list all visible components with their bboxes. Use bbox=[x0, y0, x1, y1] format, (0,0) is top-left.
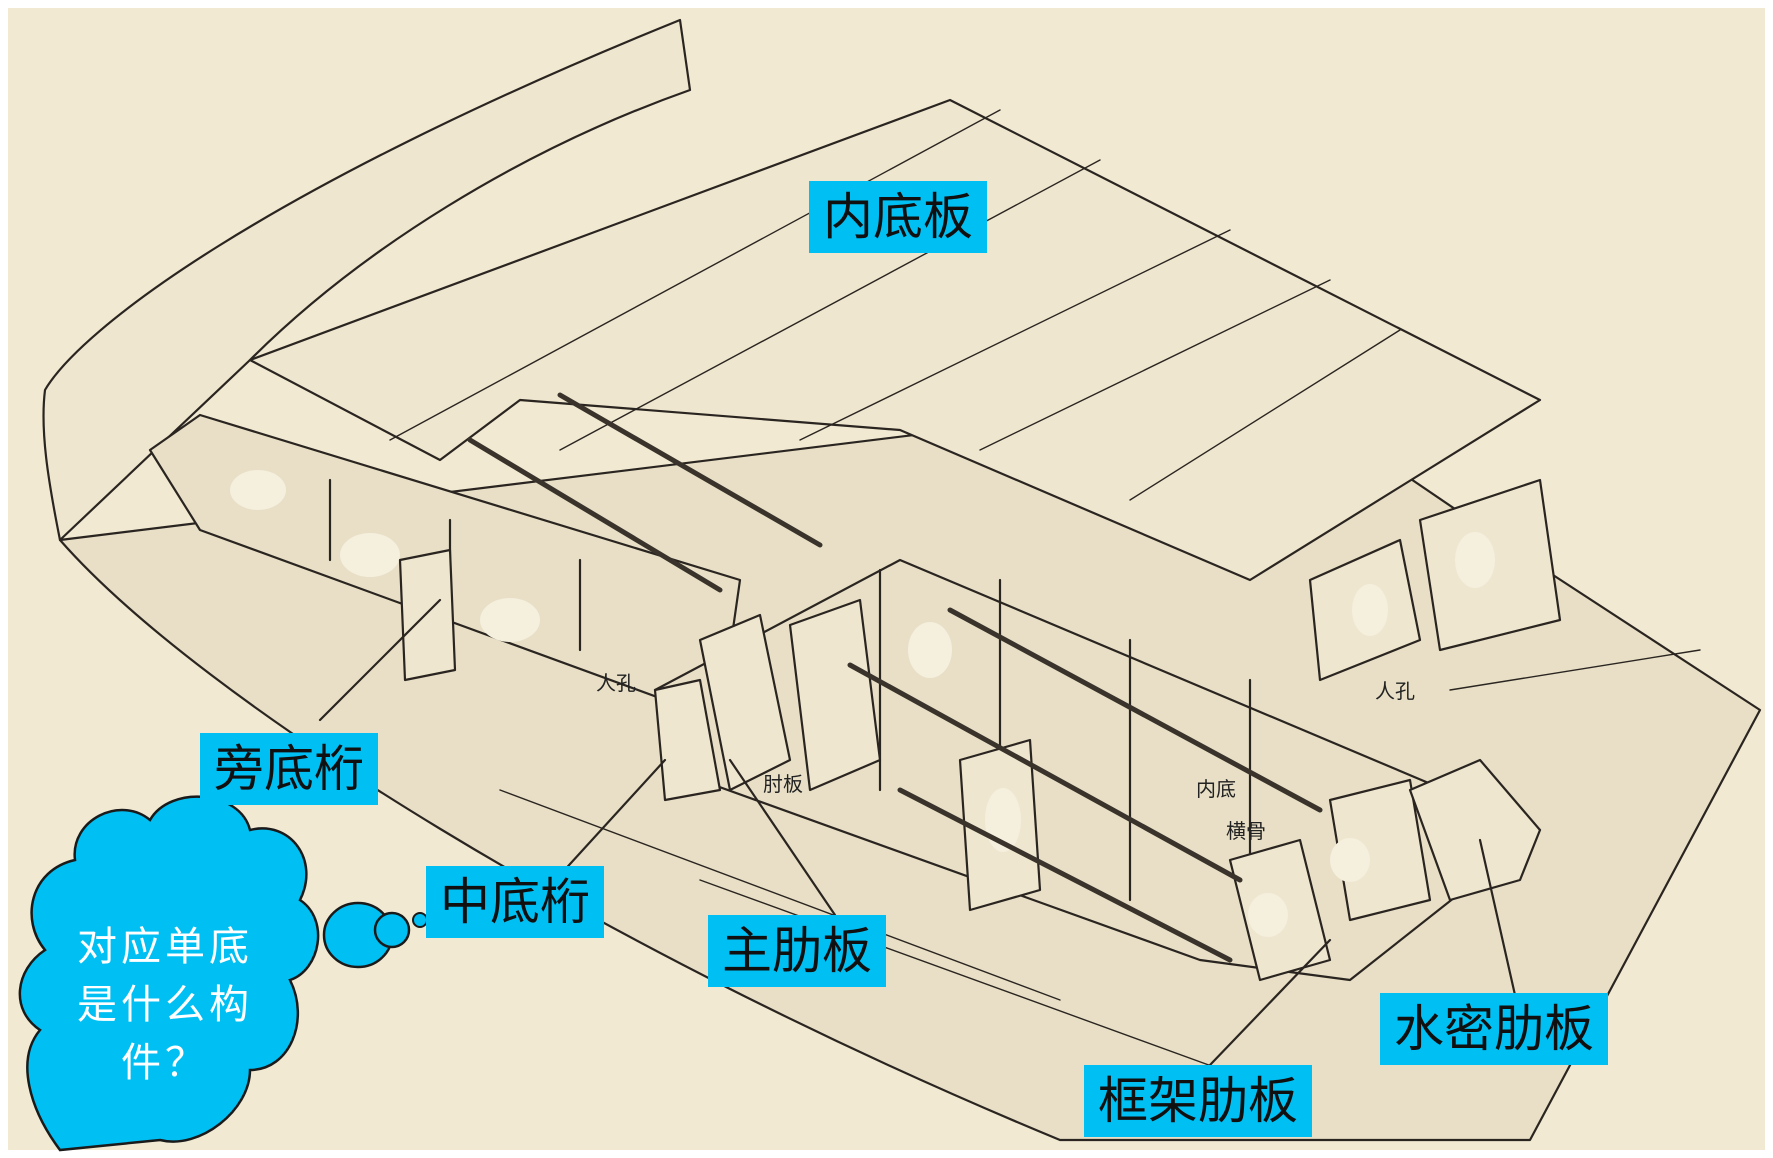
frame-floor-label: 框架肋板 bbox=[1084, 1065, 1312, 1137]
longitudinal-bar bbox=[467, 437, 723, 593]
main-floor-plate bbox=[698, 613, 792, 792]
seam-line bbox=[389, 109, 1001, 441]
inner-bottom-small-label: 内底 bbox=[1196, 777, 1236, 801]
watertight-floor-plate bbox=[1408, 758, 1542, 902]
lightening-hole bbox=[480, 598, 540, 642]
leader-line-watertight-floor bbox=[1478, 838, 1517, 997]
lightening-hole bbox=[1248, 893, 1288, 937]
seam-line bbox=[799, 229, 1231, 441]
side-girder-label: 旁底桁 bbox=[200, 733, 378, 805]
watertight-floor-label: 水密肋板 bbox=[1380, 993, 1608, 1065]
question-cloud bbox=[18, 795, 428, 1152]
shell-seam bbox=[499, 789, 1061, 1001]
hull-structure bbox=[42, 18, 1762, 1142]
cloud-question-text: 对应单底是什么构件？ bbox=[77, 924, 253, 1086]
lightening-hole bbox=[1455, 532, 1495, 588]
leader-line-frame-floor bbox=[1208, 938, 1332, 1067]
longitudinal-bar bbox=[847, 662, 1243, 883]
shell-seam bbox=[699, 879, 1251, 1081]
floor-plate bbox=[788, 598, 882, 792]
lightening-hole bbox=[1330, 838, 1370, 882]
leader-line-main-floor bbox=[728, 758, 837, 917]
bracket-label: 肘板 bbox=[763, 772, 803, 796]
lightening-hole bbox=[1352, 584, 1388, 636]
bilge-shell bbox=[42, 18, 692, 542]
shell-seam bbox=[1449, 649, 1701, 691]
inner-bottom-plate-label: 内底板 bbox=[809, 181, 987, 253]
longitudinal-bar bbox=[557, 392, 823, 548]
cloud-shape bbox=[18, 795, 320, 1152]
lightening-hole bbox=[340, 533, 400, 577]
leader-line-center-girder bbox=[558, 758, 667, 877]
transverse-label: 横骨 bbox=[1226, 819, 1266, 843]
longitudinal-bar bbox=[897, 787, 1233, 963]
main-floor-label: 主肋板 bbox=[708, 915, 886, 987]
manhole-label: 人孔 bbox=[596, 671, 636, 695]
inner-bottom-plate bbox=[248, 98, 1542, 582]
lightening-hole bbox=[230, 470, 286, 510]
seam-line bbox=[979, 279, 1331, 451]
center-girder-label: 中底桁 bbox=[426, 866, 604, 938]
leader-line-side-girder bbox=[318, 598, 442, 722]
seam-line bbox=[559, 159, 1101, 451]
cloud-bubble-medium bbox=[373, 911, 411, 949]
lightening-hole bbox=[908, 622, 952, 678]
longitudinal-bar bbox=[947, 607, 1323, 813]
bracket-plate bbox=[398, 548, 457, 682]
cloud-bubble-small bbox=[412, 912, 428, 928]
manhole-label: 人孔 bbox=[1375, 679, 1415, 703]
seam-line bbox=[1129, 329, 1401, 501]
